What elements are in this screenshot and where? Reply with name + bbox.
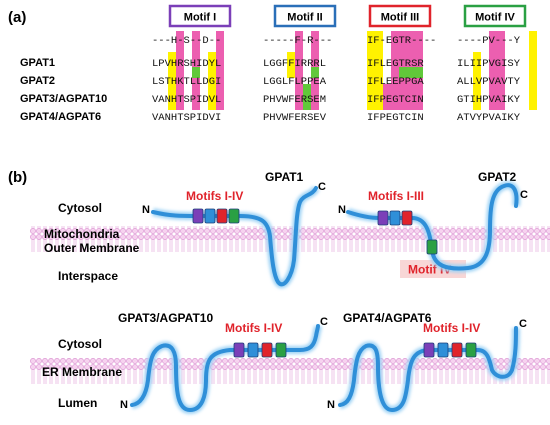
protein-title-gpat3: GPAT3/AGPAT10 — [118, 311, 213, 325]
c-terminus-label: C — [519, 318, 527, 330]
protein-name: GPAT3/AGPAT10 — [20, 93, 107, 105]
sequence-motif-3: IFLEEPPGA — [367, 76, 424, 88]
n-terminus-label: N — [338, 204, 346, 216]
motif-header-box — [368, 4, 432, 28]
motif-header-1: Motif I — [168, 4, 232, 28]
panel-b-label: (b) — [8, 169, 27, 186]
protein-title-gpat4: GPAT4/AGPAT6 — [343, 311, 432, 325]
sequence-motif-2: PHVWFERSEV — [263, 112, 327, 124]
protein-name: GPAT4/AGPAT6 — [20, 111, 101, 123]
protein-title-gpat2: GPAT2 — [478, 170, 517, 184]
motif-header-3: Motif III — [368, 4, 432, 28]
mito-membrane-label-line1: Mitochondria — [44, 227, 120, 241]
sequence-motif-1: VANHTSPIDVI — [152, 112, 221, 124]
sequence-motif-4: ILIIPVGISY — [457, 58, 521, 70]
gpat4-chain: N C — [327, 318, 527, 415]
gpat2-chain: N C — [338, 181, 528, 273]
sequence-row: GPAT4/AGPAT6 VANHTSPIDVI PHVWFERSEV IFPE… — [20, 111, 521, 124]
consensus-motif-3: IF-EGTR---- — [367, 35, 436, 47]
sequence-motif-2: LGGFFIRRRL — [263, 58, 326, 70]
c-terminus-label: C — [520, 189, 528, 201]
sequence-motif-1: LPVHRSHIDYL — [152, 58, 221, 70]
sequence-motif-1: VANHTSPIDVL — [152, 94, 221, 106]
n-terminus-label: N — [142, 204, 150, 216]
n-terminus-label: N — [327, 399, 335, 411]
motif-label-gpat4: Motifs I-IV — [423, 321, 480, 335]
sequence-motif-4: GTIHPVAIKY — [457, 94, 521, 106]
sequence-motif-2: LGGLFLPPEA — [263, 76, 327, 88]
cytosol-label-mito: Cytosol — [58, 201, 102, 215]
motif-label-gpat1: Motifs I-IV — [186, 189, 243, 203]
sequence-motif-1: LSTHKTLLDGI — [152, 76, 221, 88]
n-terminus-label: N — [120, 399, 128, 411]
lumen-label: Lumen — [58, 396, 97, 410]
motif-header-box — [463, 4, 527, 28]
motif-header-label: Motif III — [381, 12, 420, 24]
residue-highlights — [168, 31, 537, 110]
consensus-motif-2: -----F-R--- — [263, 35, 332, 47]
sequence-motif-4: ATVYPVAIKY — [457, 112, 521, 124]
sequence-motif-3: IFPEGTCIN — [367, 112, 424, 124]
er-membrane — [30, 358, 550, 384]
protein-title-gpat1: GPAT1 — [265, 170, 304, 184]
sequence-motif-3: IFPEGTCIN — [367, 94, 424, 106]
c-terminus-label: C — [318, 181, 326, 193]
sequence-motif-3: IFLEGTRSR — [367, 58, 424, 70]
sequence-row: GPAT2 LSTHKTLLDGI LGGLFLPPEA IFLEEPPGA A… — [20, 75, 521, 88]
motif-header-2: Motif II — [273, 4, 337, 28]
gpat3-chain: N C — [120, 316, 328, 415]
motif-label-gpat3: Motifs I-IV — [225, 321, 282, 335]
motif-label-gpat2: Motifs I-III — [368, 189, 424, 203]
consensus-motif-1: ---H-S--D-- — [152, 35, 221, 47]
c-terminus-label: C — [320, 316, 328, 328]
motif-header-label: Motif II — [287, 12, 322, 24]
panel-a-label: (a) — [8, 9, 26, 26]
cytosol-label-er: Cytosol — [58, 337, 102, 351]
sequence-motif-4: ALLVPVAVTY — [457, 76, 521, 88]
panel-b: (b) GPAT1 GPAT2 Cytosol Mitochondria Out… — [8, 169, 550, 415]
motif-header-box — [168, 4, 232, 28]
protein-name: GPAT2 — [20, 75, 55, 87]
mito-membrane — [30, 226, 550, 252]
protein-name: GPAT1 — [20, 57, 55, 69]
consensus-motif-4: ----PV---Y — [457, 35, 521, 47]
gpat1-chain: N C — [142, 181, 326, 289]
motif-header-label: Motif IV — [475, 12, 515, 24]
panel-a: (a) Motif I Motif II Motif III Motif IV — [8, 4, 537, 124]
motif-header-box — [273, 4, 337, 28]
motif-header-label: Motif I — [184, 12, 216, 24]
sequence-row: GPAT3/AGPAT10 VANHTSPIDVL PHVWFERSEM IFP… — [20, 93, 521, 106]
er-membrane-label: ER Membrane — [42, 365, 122, 379]
sequence-motif-2: PHVWFERSEM — [263, 94, 326, 106]
sequence-row: GPAT1 LPVHRSHIDYL LGGFFIRRRL IFLEGTRSR I… — [20, 57, 521, 70]
motif-header-4: Motif IV — [463, 4, 527, 28]
interspace-label: Interspace — [58, 269, 118, 283]
mito-membrane-label-line2: Outer Membrane — [44, 241, 140, 255]
